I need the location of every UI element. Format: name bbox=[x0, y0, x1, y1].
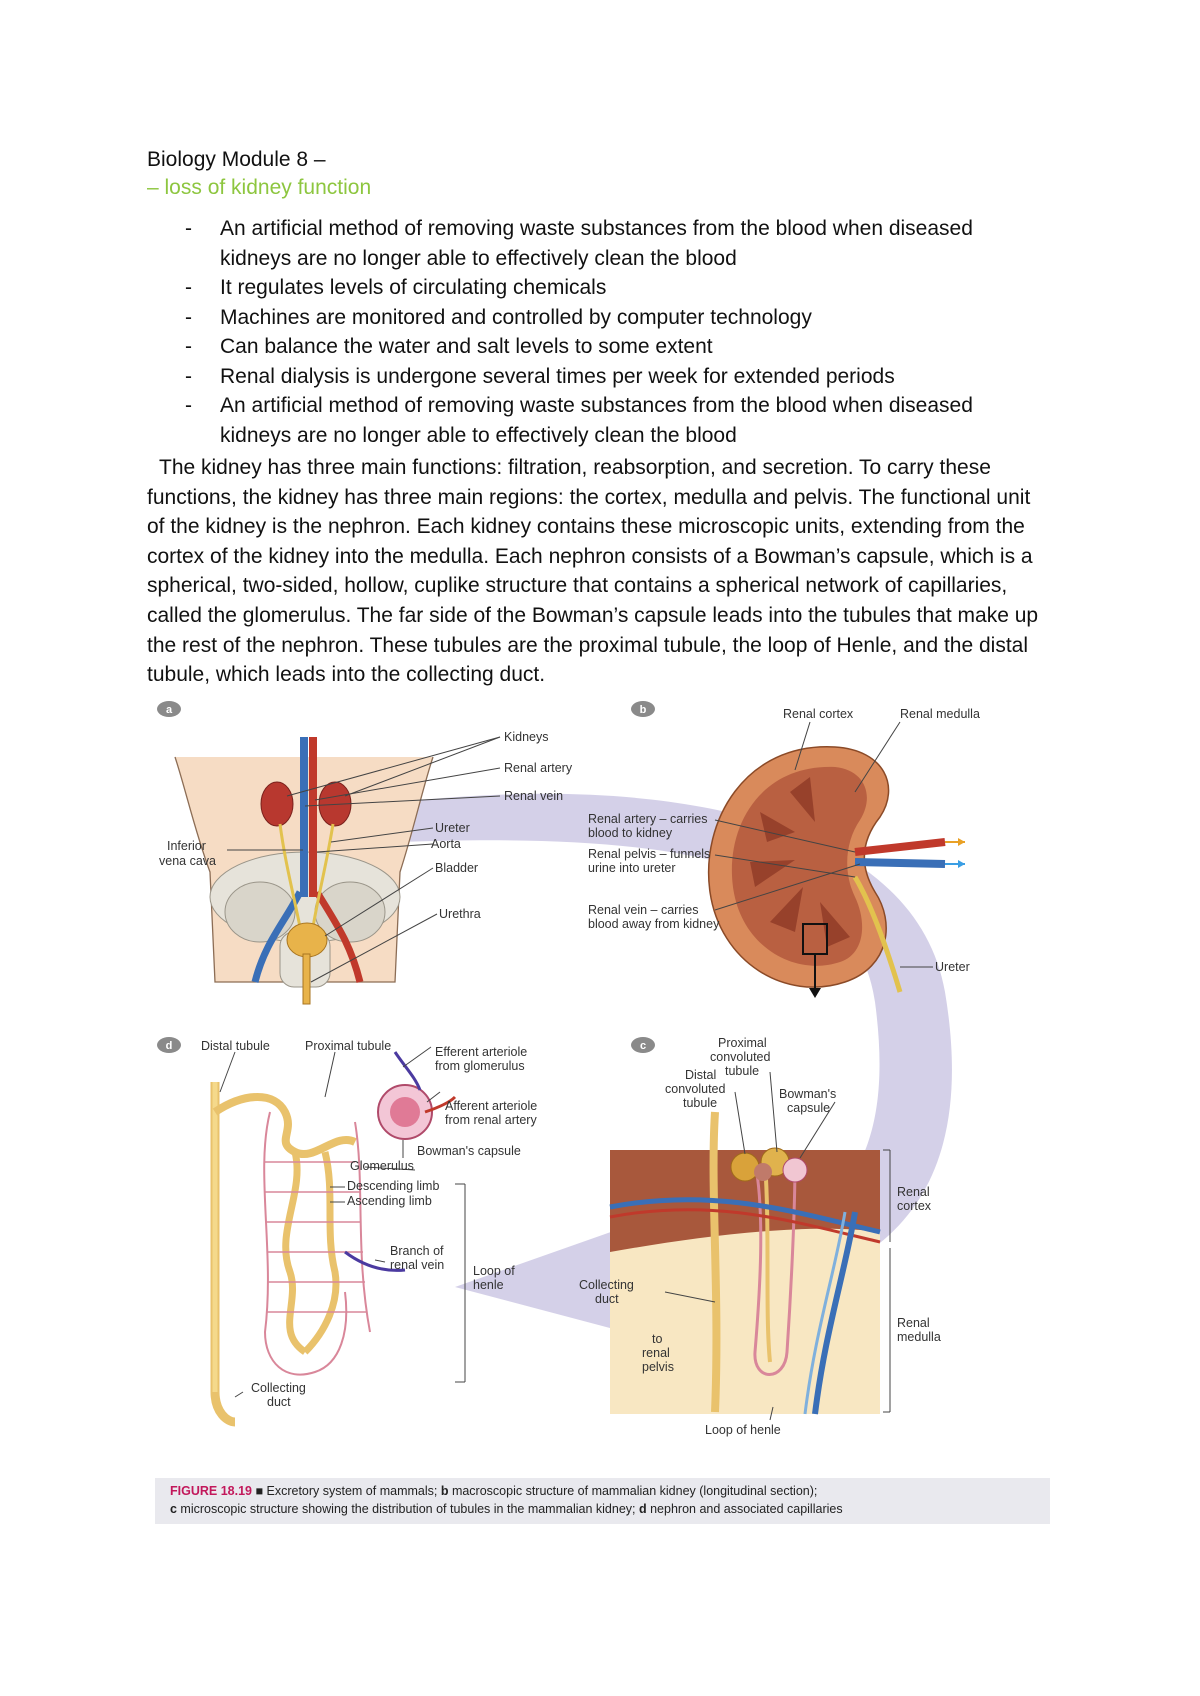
caption-b-marker: b bbox=[440, 1484, 449, 1498]
panel-d-nephron bbox=[210, 1051, 457, 1427]
bullet-item: An artificial method of removing waste s… bbox=[147, 391, 1047, 450]
label-cortex-c-line1: Renal bbox=[897, 1185, 930, 1199]
panel-a-labels: Kidneys Renal artery Renal vein Inferior… bbox=[159, 730, 573, 921]
label-collecting-c-line2: duct bbox=[595, 1292, 619, 1306]
label-afferent-line1: Afferent arteriole bbox=[445, 1099, 537, 1113]
label-loop-d-line1: Loop of bbox=[473, 1264, 515, 1278]
panel-d-badge: d bbox=[157, 1037, 181, 1053]
label-bowmans-d: Bowman's capsule bbox=[417, 1144, 521, 1158]
label-efferent-line2: from glomerulus bbox=[435, 1059, 525, 1073]
label-renal-vein: Renal vein bbox=[504, 789, 563, 803]
caption-box bbox=[155, 1478, 1050, 1524]
bullet-item: An artificial method of removing waste s… bbox=[147, 214, 1047, 273]
caption-text-b: macroscopic structure of mammalian kidne… bbox=[448, 1484, 818, 1498]
label-bowmans-c-line2: capsule bbox=[787, 1101, 830, 1115]
label-bowmans-c-line1: Bowman's bbox=[779, 1087, 836, 1101]
panel-d-letter: d bbox=[166, 1040, 173, 1052]
label-inferior: Inferior bbox=[167, 839, 206, 853]
bullet-item: Renal dialysis is undergone several time… bbox=[147, 362, 1047, 392]
label-cortex-c-line2: cortex bbox=[897, 1199, 932, 1213]
panel-a-leaders bbox=[227, 736, 501, 983]
label-efferent-line1: Efferent arteriole bbox=[435, 1045, 527, 1059]
label-collecting-d-line2: duct bbox=[267, 1395, 291, 1409]
label-distal-c-line1: Distal bbox=[685, 1068, 716, 1082]
bullet-item: It regulates levels of circulating chemi… bbox=[147, 273, 1047, 303]
label-descending: Descending limb bbox=[347, 1179, 439, 1193]
caption-d-marker: d bbox=[638, 1502, 647, 1516]
panel-d-labels: Distal tubule Proximal tubule Efferent a… bbox=[201, 1039, 537, 1409]
label-branch-line2: renal vein bbox=[390, 1258, 444, 1272]
label-artery-line2: blood to kidney bbox=[588, 826, 673, 840]
panel-c-badge: c bbox=[631, 1037, 655, 1053]
label-glomerulus: Glomerulus bbox=[350, 1159, 414, 1173]
label-distal-c-line2: convoluted bbox=[665, 1082, 726, 1096]
panel-b-badge: b bbox=[631, 701, 655, 717]
label-urethra: Urethra bbox=[439, 907, 481, 921]
label-distal-c-line3: tubule bbox=[683, 1096, 717, 1110]
label-proximal-c-line2: convoluted bbox=[710, 1050, 771, 1064]
bullet-item: Machines are monitored and controlled by… bbox=[147, 303, 1047, 333]
panel-a-letter: a bbox=[166, 704, 173, 716]
label-renal-cortex: Renal cortex bbox=[783, 707, 854, 721]
caption-text-a: Excretory system of mammals; bbox=[263, 1484, 441, 1498]
doc-subtitle: – loss of kidney function bbox=[147, 176, 372, 199]
caption-text-c: microscopic structure showing the distri… bbox=[176, 1502, 639, 1516]
label-kidneys: Kidneys bbox=[504, 730, 548, 744]
label-ureter-a: Ureter bbox=[435, 821, 470, 835]
label-distal-tubule: Distal tubule bbox=[201, 1039, 270, 1053]
label-collecting-d-line1: Collecting bbox=[251, 1381, 306, 1395]
label-proximal-tubule: Proximal tubule bbox=[305, 1039, 391, 1053]
label-proximal-c-line1: Proximal bbox=[718, 1036, 767, 1050]
caption-figure-number: FIGURE 18.19 bbox=[170, 1484, 252, 1498]
label-collecting-c-line1: Collecting bbox=[579, 1278, 634, 1292]
label-renal-medulla: Renal medulla bbox=[900, 707, 980, 721]
caption-c-marker: c bbox=[170, 1502, 177, 1516]
label-medulla-c-line1: Renal bbox=[897, 1316, 930, 1330]
label-ascending: Ascending limb bbox=[347, 1194, 432, 1208]
caption-text-d: nephron and associated capillaries bbox=[646, 1502, 843, 1516]
label-branch-line1: Branch of bbox=[390, 1244, 444, 1258]
panel-c-labels: Proximal convoluted tubule Distal convol… bbox=[579, 1036, 941, 1437]
label-vena-cava: vena cava bbox=[159, 854, 216, 868]
panel-c-tissue bbox=[609, 1111, 881, 1415]
label-medulla-c-line2: medulla bbox=[897, 1330, 941, 1344]
excretory-system-illustration: a b d c bbox=[157, 701, 980, 1437]
doc-title: Biology Module 8 – bbox=[147, 148, 326, 171]
label-ureter-b: Ureter bbox=[935, 960, 970, 974]
body-paragraph: The kidney has three main functions: fil… bbox=[147, 456, 1039, 687]
label-vein-line1: Renal vein – carries bbox=[588, 903, 698, 917]
label-renal-artery: Renal artery bbox=[504, 761, 573, 775]
label-loop-c: Loop of henle bbox=[705, 1423, 781, 1437]
panel-d-leaders bbox=[219, 1046, 466, 1398]
panel-c-letter: c bbox=[640, 1040, 646, 1052]
label-bladder: Bladder bbox=[435, 861, 478, 875]
label-pelvis-line2: urine into ureter bbox=[588, 861, 676, 875]
panel-c-leaders bbox=[664, 1071, 891, 1421]
label-pelvis-c-line2: renal bbox=[642, 1346, 670, 1360]
panel-b-letter: b bbox=[640, 704, 647, 716]
label-pelvis-line1: Renal pelvis – funnels bbox=[588, 847, 710, 861]
panel-b-leaders bbox=[714, 721, 933, 968]
kidney-figure: a b d c bbox=[155, 692, 1050, 1522]
label-aorta: Aorta bbox=[431, 837, 461, 851]
bullet-list: An artificial method of removing waste s… bbox=[147, 214, 1047, 450]
figure-caption: FIGURE 18.19 ■ Excretory system of mamma… bbox=[170, 1482, 1040, 1518]
label-artery-line1: Renal artery – carries bbox=[588, 812, 708, 826]
label-proximal-c-line3: tubule bbox=[725, 1064, 759, 1078]
panel-b-kidney bbox=[708, 746, 965, 998]
label-afferent-line2: from renal artery bbox=[445, 1113, 537, 1127]
panel-b-labels: Renal cortex Renal medulla Renal artery … bbox=[588, 707, 980, 974]
caption-a-marker: ■ bbox=[251, 1484, 264, 1498]
panel-a-badge: a bbox=[157, 701, 181, 717]
label-vein-line2: blood away from kidney bbox=[588, 917, 720, 931]
label-pelvis-c-line1: to bbox=[652, 1332, 662, 1346]
label-loop-d-line2: henle bbox=[473, 1278, 504, 1292]
bullet-item: Can balance the water and salt levels to… bbox=[147, 332, 1047, 362]
label-pelvis-c-line3: pelvis bbox=[642, 1360, 674, 1374]
